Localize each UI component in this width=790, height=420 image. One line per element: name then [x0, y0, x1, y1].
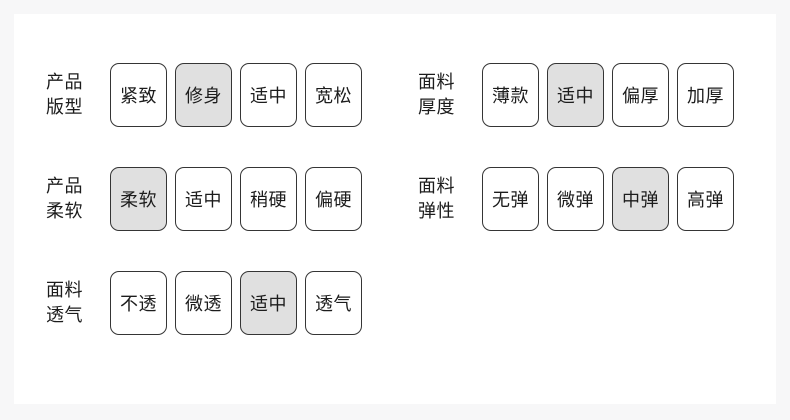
attribute-row-product-fit: 产品 版型 紧致 修身 适中 宽松	[46, 63, 362, 127]
option-list-product-softness: 柔软 适中 稍硬 偏硬	[110, 167, 362, 231]
option-fabric-elasticity-0[interactable]: 无弹	[482, 167, 539, 231]
option-fabric-breathability-3[interactable]: 透气	[305, 271, 362, 335]
option-list-fabric-thickness: 薄款 适中 偏厚 加厚	[482, 63, 734, 127]
option-fabric-thickness-1[interactable]: 适中	[547, 63, 604, 127]
attribute-label-product-softness: 产品 柔软	[46, 176, 83, 221]
option-product-softness-2[interactable]: 稍硬	[240, 167, 297, 231]
option-fabric-thickness-0[interactable]: 薄款	[482, 63, 539, 127]
attribute-label-fabric-breathability: 面料 透气	[46, 280, 83, 325]
option-list-fabric-breathability: 不透 微透 适中 透气	[110, 271, 362, 335]
attribute-row-fabric-thickness: 面料 厚度 薄款 适中 偏厚 加厚	[418, 63, 734, 127]
option-list-fabric-elasticity: 无弹 微弹 中弹 高弹	[482, 167, 734, 231]
attribute-row-fabric-breathability: 面料 透气 不透 微透 适中 透气	[46, 271, 362, 335]
attribute-row-fabric-elasticity: 面料 弹性 无弹 微弹 中弹 高弹	[418, 167, 734, 231]
attribute-label-product-fit: 产品 版型	[46, 72, 83, 117]
option-product-softness-3[interactable]: 偏硬	[305, 167, 362, 231]
option-fabric-elasticity-2[interactable]: 中弹	[612, 167, 669, 231]
option-product-fit-2[interactable]: 适中	[240, 63, 297, 127]
attribute-row-product-softness: 产品 柔软 柔软 适中 稍硬 偏硬	[46, 167, 362, 231]
option-fabric-breathability-2[interactable]: 适中	[240, 271, 297, 335]
option-fabric-elasticity-3[interactable]: 高弹	[677, 167, 734, 231]
attribute-label-fabric-thickness: 面料 厚度	[418, 72, 455, 117]
option-product-softness-1[interactable]: 适中	[175, 167, 232, 231]
attribute-label-fabric-elasticity: 面料 弹性	[418, 176, 455, 221]
option-product-softness-0[interactable]: 柔软	[110, 167, 167, 231]
option-fabric-elasticity-1[interactable]: 微弹	[547, 167, 604, 231]
option-product-fit-3[interactable]: 宽松	[305, 63, 362, 127]
option-list-product-fit: 紧致 修身 适中 宽松	[110, 63, 362, 127]
option-fabric-breathability-1[interactable]: 微透	[175, 271, 232, 335]
option-product-fit-1[interactable]: 修身	[175, 63, 232, 127]
product-attributes-card: 产品 版型 紧致 修身 适中 宽松 产品 柔软 柔软 适中 稍硬 偏硬 面料	[14, 14, 776, 404]
option-product-fit-0[interactable]: 紧致	[110, 63, 167, 127]
option-fabric-thickness-2[interactable]: 偏厚	[612, 63, 669, 127]
option-fabric-breathability-0[interactable]: 不透	[110, 271, 167, 335]
option-fabric-thickness-3[interactable]: 加厚	[677, 63, 734, 127]
attribute-grid: 产品 版型 紧致 修身 适中 宽松 产品 柔软 柔软 适中 稍硬 偏硬 面料	[14, 14, 776, 404]
